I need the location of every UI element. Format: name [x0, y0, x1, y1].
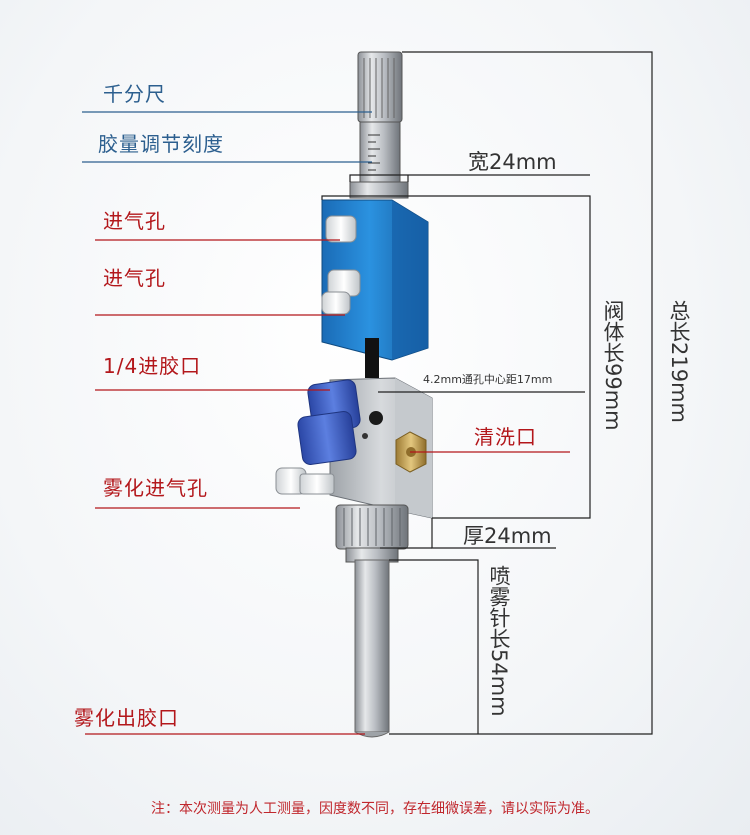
spray-needle [354, 559, 390, 738]
atomizing-air-fitting [275, 467, 335, 495]
micrometer-part [349, 51, 409, 199]
label-atomizing-glue-outlet: 雾化出胶口 [74, 706, 179, 730]
label-glue-scale: 胶量调节刻度 [98, 132, 224, 156]
air-fittings [321, 215, 361, 315]
dim-hole-spacing: 4.2mm通孔中心距17mm [423, 373, 553, 386]
label-air-inlet-2: 进气孔 [103, 266, 166, 290]
dim-needle-length: 喷雾针长54mm [487, 565, 511, 717]
measurement-note: 注：本次测量为人工测量，因度数不同，存在细微误差，请以实际为准。 [151, 801, 599, 817]
label-glue-inlet: 1/4进胶口 [103, 354, 202, 378]
dim-width: 宽24mm [468, 150, 557, 174]
dim-total-length: 总长219mm [667, 300, 691, 423]
label-micrometer: 千分尺 [103, 82, 166, 106]
dim-valve-length: 阀体长99mm [601, 300, 625, 431]
label-air-inlet-1: 进气孔 [103, 209, 166, 233]
label-cleaning-port: 清洗口 [474, 425, 537, 449]
glue-inlet-fitting [297, 379, 361, 465]
dimension-lines [321, 51, 653, 735]
label-leader-lines [82, 111, 570, 735]
dim-thickness: 厚24mm [463, 524, 552, 548]
knurled-nut [335, 504, 409, 563]
label-atomizing-air-inlet: 雾化进气孔 [103, 476, 208, 500]
